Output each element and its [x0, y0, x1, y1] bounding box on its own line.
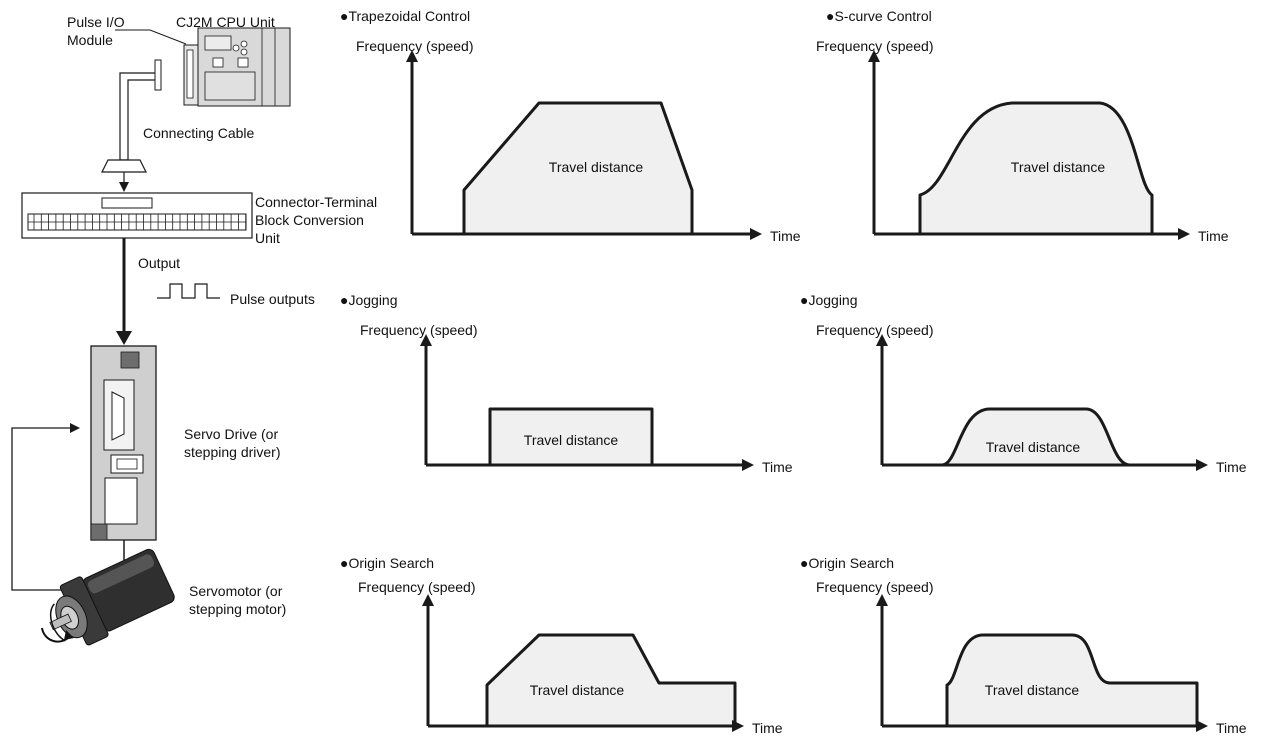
- panel-title: ●Jogging: [800, 292, 858, 308]
- y-axis-arrowhead: [876, 594, 888, 606]
- speed-profile-line: [462, 101, 694, 234]
- pulse-io-module-label-line1: Pulse I/O: [67, 14, 125, 30]
- speed-profile-line: [485, 633, 737, 726]
- conversion-unit-label: Connector-Terminal Block Conversion Unit: [255, 193, 377, 247]
- system-configuration-drawing: [11, 27, 291, 646]
- profile-panel-jogging-2: ●Jogging Frequency (speed) Time Travel di…: [800, 291, 1269, 491]
- travel-area-fill: [947, 635, 1197, 726]
- y-axis-arrowhead: [422, 594, 434, 606]
- travel-distance-label: Travel distance: [986, 439, 1081, 455]
- travel-distance-label: Travel distance: [530, 682, 625, 698]
- speed-profile-line: [918, 101, 1154, 234]
- panel-title: ●Trapezoidal Control: [340, 8, 471, 24]
- servo-drive-label: Servo Drive (or stepping driver): [184, 425, 281, 461]
- x-axis-arrowhead: [742, 459, 754, 471]
- servomotor-label-line1: Servomotor (or: [189, 583, 283, 599]
- pulse-io-module-label: Pulse I/O Module: [67, 13, 125, 49]
- travel-area-fill: [920, 103, 1152, 234]
- conversion-unit-drawing: [21, 192, 253, 239]
- x-axis-arrowhead: [750, 228, 762, 240]
- x-axis-arrowhead: [1178, 228, 1190, 240]
- travel-area-fill: [464, 103, 692, 234]
- servo-drive-label-line2: stepping driver): [184, 444, 281, 460]
- panel-title: ●S-curve Control: [826, 8, 932, 24]
- travel-distance-label: Travel distance: [985, 682, 1080, 698]
- x-axis-label: Time: [1198, 228, 1229, 244]
- panel-title: ●Origin Search: [800, 555, 895, 571]
- speed-profile-chart: Time Travel distance: [868, 50, 1229, 244]
- y-axis-arrowhead: [876, 334, 888, 346]
- connecting-cable-label: Connecting Cable: [143, 125, 255, 141]
- speed-profile-chart: Time Travel distance: [876, 334, 1247, 475]
- servomotor-drawing: [49, 548, 175, 646]
- travel-area-fill: [490, 409, 652, 465]
- panel-title: ●Jogging: [340, 292, 398, 308]
- servo-drive-drawing: [90, 345, 157, 541]
- y-axis-arrowhead: [420, 334, 432, 346]
- travel-area-fill: [487, 635, 735, 726]
- speed-profile-chart: Time Travel distance: [406, 50, 800, 244]
- panel-ylabel: Frequency (speed): [816, 38, 934, 54]
- speed-profile-line: [945, 633, 1199, 726]
- conversion-unit-label-line1: Connector-Terminal: [255, 194, 378, 210]
- y-axis-arrowhead: [406, 50, 418, 62]
- y-axis-arrowhead: [868, 50, 880, 62]
- output-arrowhead: [116, 331, 132, 345]
- connecting-cable-drawing: [119, 62, 161, 161]
- pulse-waveform-icon: [157, 283, 220, 299]
- speed-profile-chart: Time Travel distance: [422, 594, 783, 736]
- conversion-unit-label-line3: Unit: [255, 230, 280, 246]
- x-axis-arrowhead: [732, 720, 744, 732]
- servo-drive-label-line1: Servo Drive (or: [184, 426, 279, 442]
- plc-unit-drawing: [183, 27, 291, 107]
- profile-panel-jogging-1: ●Jogging Frequency (speed) Time Travel di…: [340, 291, 800, 491]
- servomotor-label-line2: stepping motor): [189, 601, 287, 617]
- travel-distance-label: Travel distance: [524, 432, 619, 448]
- output-label: Output: [138, 255, 181, 271]
- panel-title: ●Origin Search: [340, 555, 435, 571]
- speed-profile-line: [488, 407, 654, 465]
- speed-profile-chart: Time Travel distance: [876, 594, 1247, 736]
- x-axis-label: Time: [752, 720, 783, 736]
- travel-distance-label: Travel distance: [1011, 159, 1106, 175]
- travel-area-fill: [942, 409, 1130, 465]
- conversion-unit-label-line2: Block Conversion: [255, 212, 364, 228]
- profile-panel-origin-search-1: ●Origin Search Frequency (speed) Time Tra…: [340, 554, 800, 744]
- panel-ylabel: Frequency (speed): [356, 38, 474, 54]
- profile-panel-origin-search-2: ●Origin Search Frequency (speed) Time Tra…: [800, 554, 1269, 744]
- panel-ylabel: Frequency (speed): [816, 579, 934, 595]
- cpu-unit-label: CJ2M CPU Unit: [176, 14, 275, 30]
- pulse-io-leader: [115, 29, 187, 45]
- speed-profile-chart: Time Travel distance: [420, 334, 793, 475]
- panel-ylabel: Frequency (speed): [816, 322, 934, 338]
- travel-distance-label: Travel distance: [549, 159, 644, 175]
- speed-profile-line: [941, 407, 1131, 467]
- x-axis-arrowhead: [1196, 459, 1208, 471]
- panel-ylabel: Frequency (speed): [358, 579, 476, 595]
- pulse-io-module-label-line2: Module: [67, 32, 113, 48]
- x-axis-label: Time: [1216, 720, 1247, 736]
- x-axis-arrowhead: [1196, 720, 1208, 732]
- x-axis-label: Time: [762, 459, 793, 475]
- x-axis-label: Time: [1216, 459, 1247, 475]
- servomotor-label: Servomotor (or stepping motor): [189, 582, 286, 618]
- feedback-loop-line: [11, 423, 80, 591]
- panel-ylabel: Frequency (speed): [360, 322, 478, 338]
- profile-panel-trapezoidal: ●Trapezoidal Control Frequency (speed) T…: [340, 7, 800, 247]
- pulse-outputs-label: Pulse outputs: [230, 291, 315, 307]
- x-axis-label: Time: [770, 228, 800, 244]
